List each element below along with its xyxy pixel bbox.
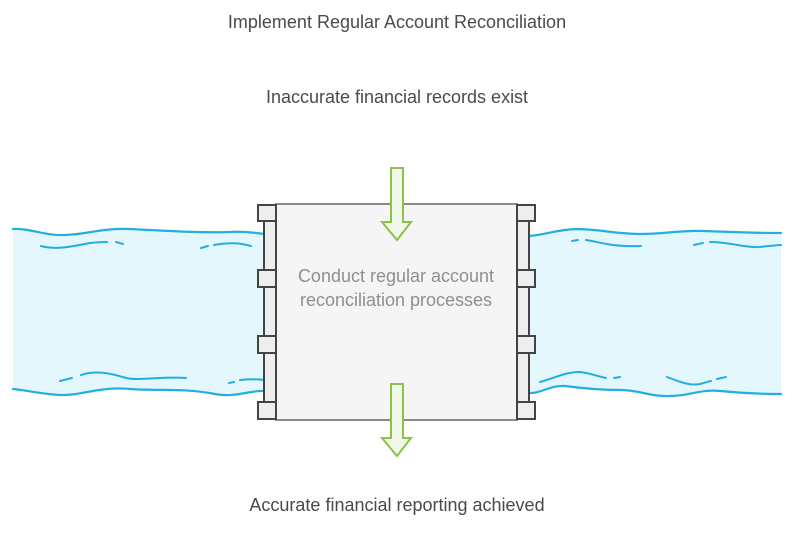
river-right-top-ripple-4 xyxy=(709,241,782,249)
dam-post-left-rail xyxy=(263,210,277,413)
river-left-bottom-ripple-1 xyxy=(59,377,73,382)
river-right-bottom-ripple-4 xyxy=(716,376,727,380)
dam-post-left xyxy=(257,204,277,420)
dam-post-right-cap xyxy=(516,204,536,222)
river-left-fill xyxy=(13,228,265,396)
river-left xyxy=(11,227,267,397)
input-arrow-down-icon xyxy=(379,167,414,242)
dam-post-left-cap xyxy=(257,204,277,222)
dam-post-left-cap xyxy=(257,335,277,354)
river-right-top-ripple-1 xyxy=(571,239,579,242)
river-left-top-ripple-4 xyxy=(213,242,252,247)
river-right-top-wave xyxy=(527,227,783,238)
river-left-top-wave xyxy=(11,227,267,237)
dam-post-left-cap xyxy=(257,269,277,288)
river-right-top-ripple-3 xyxy=(693,242,704,246)
river-right-fill xyxy=(529,229,781,396)
river-right-top-ripple-2 xyxy=(585,239,642,248)
river-left-top-ripple-1 xyxy=(40,241,108,249)
output-arrow-down-icon xyxy=(379,383,414,458)
dam-post-right-cap xyxy=(516,335,536,354)
river-left-top-ripple-3 xyxy=(200,245,209,249)
river-right-bottom-ripple-2 xyxy=(613,376,621,379)
river-right xyxy=(527,227,783,398)
dam-post-right-cap xyxy=(516,269,536,288)
river-left-bottom-wave xyxy=(11,387,267,397)
river-left-top-ripple-2 xyxy=(115,241,124,245)
dam-post-right-rail xyxy=(516,210,530,413)
dam-post-left-cap xyxy=(257,401,277,420)
dam-post-right-cap xyxy=(516,401,536,420)
river-right-bottom-ripple-1 xyxy=(539,370,607,383)
river-left-bottom-ripple-4 xyxy=(239,378,266,381)
dam-post-right xyxy=(516,204,536,420)
output-label: Accurate financial reporting achieved xyxy=(249,495,545,515)
river-left-bottom-ripple-2 xyxy=(80,371,187,380)
river-left-bottom-ripple-3 xyxy=(228,381,235,384)
river-right-bottom-wave xyxy=(527,384,783,398)
diagram-title: Implement Regular Account Reconciliation xyxy=(227,12,567,32)
input-label: Inaccurate financial records exist xyxy=(265,87,529,107)
process-label: Conduct regular account reconciliation p… xyxy=(297,266,495,310)
river-right-bottom-ripple-3 xyxy=(666,376,712,386)
